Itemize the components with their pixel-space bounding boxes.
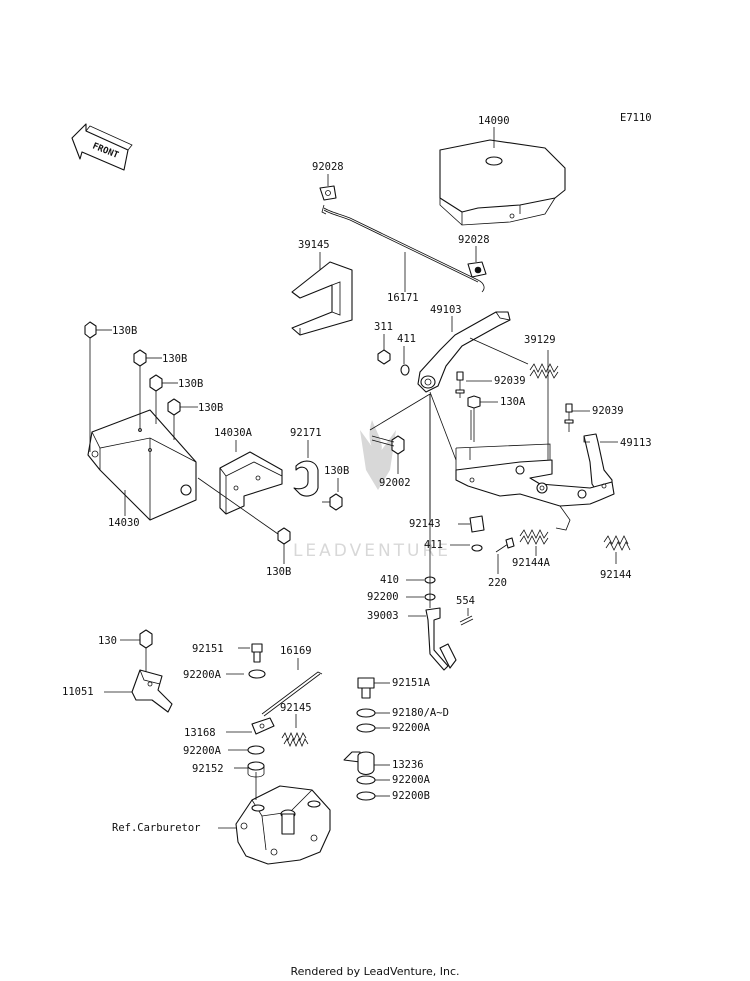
washer-92200b (356, 791, 376, 801)
washer-92200a-1 (248, 669, 266, 679)
watermark: LEADVENTURE (293, 420, 451, 561)
label-14090: 14090 (478, 115, 510, 127)
clamp-92171 (293, 460, 319, 497)
screw-220 (495, 537, 515, 553)
bolt-92002 (371, 435, 405, 455)
nut-311 (377, 349, 391, 365)
bolt-130b-3 (149, 374, 163, 424)
label-92143: 92143 (409, 518, 441, 530)
label-92200a-3: 92200A (392, 722, 431, 734)
label-16169: 16169 (280, 645, 312, 657)
bolt-130 (139, 629, 153, 672)
cover-14090 (439, 139, 566, 226)
pin-554 (459, 615, 474, 626)
collar-92143 (469, 515, 485, 533)
bolt-130b-1 (84, 321, 97, 452)
label-16171: 16171 (387, 292, 419, 304)
label-220: 220 (488, 577, 507, 589)
lever-13168 (251, 717, 275, 735)
clip-92028-top (319, 185, 337, 201)
label-92144a: 92144A (512, 557, 551, 569)
label-39145: 39145 (298, 239, 330, 251)
label-92200b: 92200B (392, 790, 430, 802)
label-92171: 92171 (290, 427, 322, 439)
bolt-130b-5 (277, 527, 291, 545)
spring-92145 (281, 731, 309, 748)
lever-39003 (425, 394, 457, 671)
bolt-130b-4 (167, 398, 181, 440)
label-92200a-4: 92200A (392, 774, 431, 786)
label-411-lower: 411 (424, 539, 443, 551)
screw-92151 (251, 643, 263, 663)
watermark-text: LEADVENTURE (293, 541, 451, 561)
label-11051: 11051 (62, 686, 94, 698)
spring-39129 (529, 363, 559, 379)
washer-92200a-4 (356, 775, 376, 785)
label-92200a-2: 92200A (183, 745, 222, 757)
bracket-14030a (219, 451, 283, 515)
label-92028-right: 92028 (458, 234, 490, 246)
washer-92200a-3 (356, 723, 376, 733)
rod-16171 (321, 204, 485, 293)
label-ref-carburetor: Ref.Carburetor (112, 822, 201, 834)
pin-92039-left (455, 371, 465, 398)
label-92151: 92151 (192, 643, 224, 655)
label-130a: 130A (500, 396, 526, 408)
label-92039-right: 92039 (592, 405, 624, 417)
label-14030a: 14030A (214, 427, 253, 439)
label-14030: 14030 (108, 517, 140, 529)
washer-411-top (400, 364, 410, 376)
bolt-130a (467, 395, 481, 442)
front-arrow-icon: FRONT (71, 123, 133, 171)
washer-92180 (356, 708, 376, 718)
clip-92028-right (467, 261, 487, 278)
bracket-11051 (131, 669, 173, 713)
label-92145: 92145 (280, 702, 312, 714)
label-554: 554 (456, 595, 475, 607)
rod-16169 (261, 671, 323, 717)
label-130b-6: 130B (324, 465, 349, 477)
label-130b-5: 130B (266, 566, 291, 578)
label-311: 311 (374, 321, 393, 333)
label-410: 410 (380, 574, 399, 586)
label-13236: 13236 (392, 759, 424, 771)
label-49113: 49113 (620, 437, 652, 449)
spring-92144a (519, 529, 549, 545)
label-130b-3: 130B (178, 378, 203, 390)
label-92180: 92180/A~D (392, 707, 449, 719)
label-13168: 13168 (184, 727, 216, 739)
bolt-130b-2 (133, 349, 147, 432)
carburetor-body (235, 772, 331, 865)
label-130b-1: 130B (112, 325, 137, 337)
diagram-code: E7110 (620, 112, 652, 124)
label-92151a: 92151A (392, 677, 431, 689)
label-92144: 92144 (600, 569, 632, 581)
label-92200: 92200 (367, 591, 399, 603)
label-130: 130 (98, 635, 117, 647)
label-49103: 49103 (430, 304, 462, 316)
label-92002: 92002 (379, 477, 411, 489)
screw-92151a (357, 677, 375, 699)
label-411-top: 411 (397, 333, 416, 345)
footer-credit: Rendered by LeadVenture, Inc. (290, 965, 459, 978)
label-92028-top: 92028 (312, 161, 344, 173)
label-92200a-1: 92200A (183, 669, 222, 681)
label-39129: 39129 (524, 334, 556, 346)
lever-13236 (343, 751, 375, 776)
linkage-plate (429, 350, 615, 531)
label-130b-4: 130B (198, 402, 223, 414)
label-92039-left: 92039 (494, 375, 526, 387)
pedal-arm-49103 (417, 311, 511, 393)
pad-39145 (291, 261, 353, 336)
washer-411-lower (471, 544, 483, 552)
spring-92144 (603, 535, 631, 551)
label-130b-2: 130B (162, 353, 187, 365)
label-39003: 39003 (367, 610, 399, 622)
label-92152: 92152 (192, 763, 224, 775)
pin-92039-right (564, 403, 574, 432)
bolt-130b-6 (322, 493, 343, 511)
washer-92200a-2 (247, 745, 265, 755)
box-14030 (87, 409, 197, 521)
